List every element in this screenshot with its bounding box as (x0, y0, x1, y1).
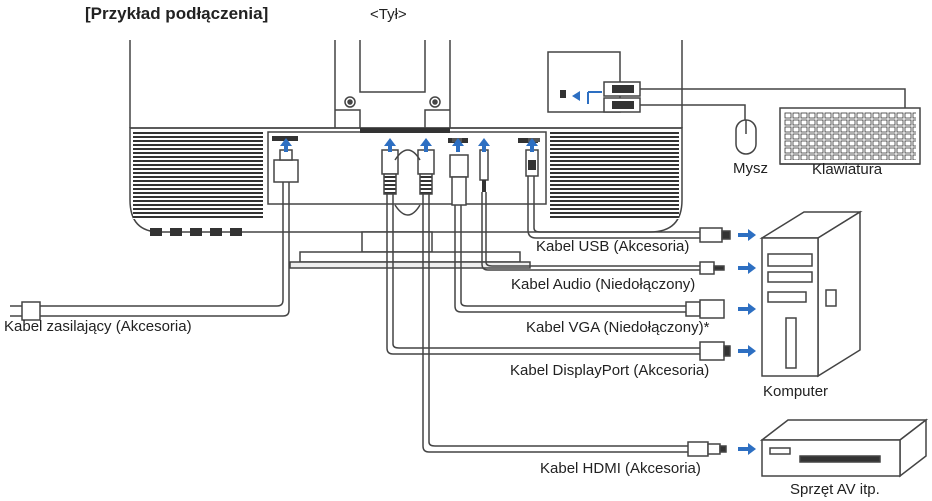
displayport-cable-label: Kabel DisplayPort (Akcesoria) (510, 362, 710, 379)
vga-cable-label: Kabel VGA (Niedołączony)* (526, 319, 710, 336)
monitor-stand (150, 40, 531, 269)
usb-cable-label: Kabel USB (Akcesoria) (536, 238, 690, 255)
audio-cable-label: Kabel Audio (Niedołączony) (511, 276, 696, 293)
mouse-label: Mysz (733, 160, 768, 177)
keyboard (779, 107, 921, 165)
power-cable-label: Kabel zasilający (Akcesoria) (4, 318, 192, 335)
av-label: Sprzęt AV itp. (790, 481, 880, 498)
panel-arrows (280, 138, 538, 152)
monitor-back (129, 40, 683, 233)
right-arrows (738, 229, 756, 455)
computer (759, 210, 863, 378)
computer-label: Komputer (763, 383, 829, 400)
hdmi-cable-label: Kabel HDMI (Akcesoria) (540, 460, 701, 477)
end-plugs (10, 227, 731, 457)
av-device (759, 418, 929, 478)
view-label: <Tył> (370, 6, 407, 23)
mouse (735, 119, 757, 155)
cable-routes (40, 176, 700, 453)
keyboard-label: Klawiatura (812, 161, 883, 178)
usb-side-panel (547, 51, 906, 120)
page-title: [Przykład podłączenia] (85, 4, 269, 23)
